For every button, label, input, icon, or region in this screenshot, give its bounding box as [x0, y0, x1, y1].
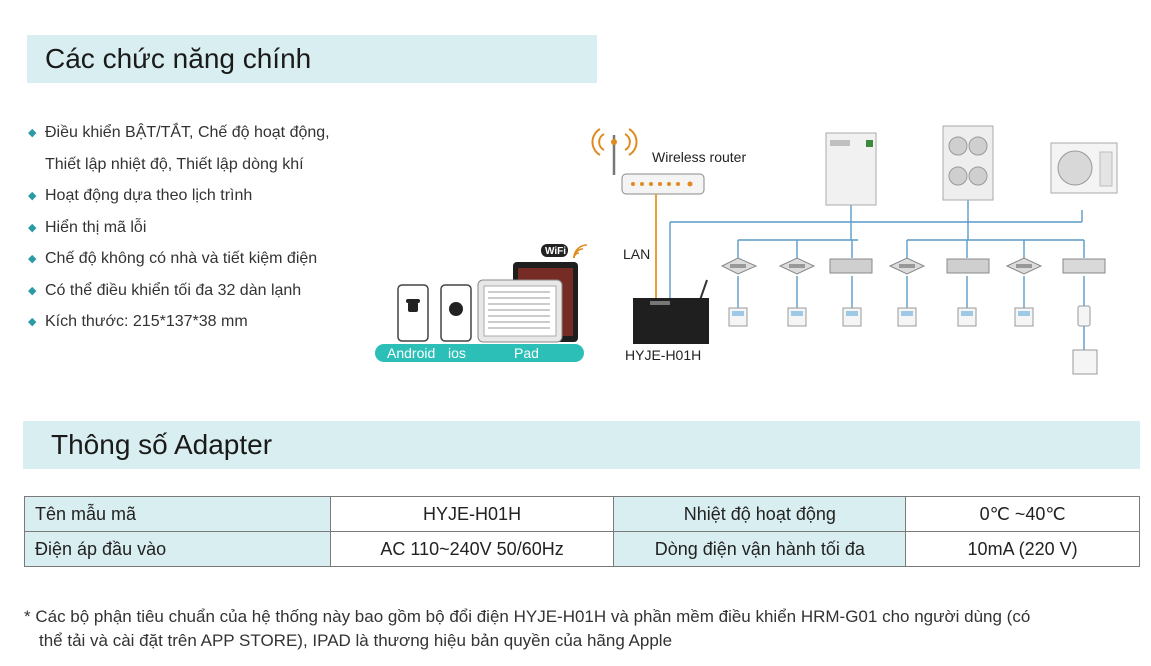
bullet-icon: ◆ — [28, 316, 37, 328]
bullet-icon: ◆ — [28, 284, 37, 297]
outdoor-unit-icon — [942, 125, 994, 201]
spec-label: Dòng điện vận hành tối đa — [613, 531, 907, 567]
device-label-android: Android — [387, 345, 435, 361]
client-devices: Android ios Pad WiFi — [375, 244, 588, 362]
bullet-icon: ◆ — [28, 253, 37, 265]
feature-item-continued: Thiết lập nhiệt độ, Thiết lập dòng khí — [45, 155, 304, 173]
spec-label: Nhiệt độ hoạt động — [613, 496, 907, 532]
indoor-units — [720, 257, 1106, 275]
device-label-pad: Pad — [514, 345, 539, 361]
spec-table: Tên mẫu mã HYJE-H01H Nhiệt độ hoạt động … — [24, 496, 1140, 567]
device-label-bar — [375, 344, 584, 362]
wireless-router: Wireless router — [591, 128, 746, 195]
adapter-label: HYJE-H01H — [625, 347, 701, 363]
wall-controller-icon — [787, 307, 807, 327]
wall-controller-icon — [957, 307, 977, 327]
wall-controller-icon — [897, 307, 917, 327]
feature-list: ◆Điều khiển BẬT/TẮT, Chế độ hoạt động, T… — [28, 122, 330, 343]
wifi-badge — [541, 244, 568, 257]
system-diagram: Android ios Pad WiFi Wireless router — [375, 125, 1118, 375]
android-phone-icon — [397, 284, 429, 342]
spec-label: Tên mẫu mã — [24, 496, 331, 532]
outdoor-units — [825, 125, 1118, 206]
wall-controller-icon — [1072, 349, 1098, 375]
remote-controller-icon — [1077, 305, 1091, 327]
feature-item: ◆Hiển thị mã lỗi — [28, 217, 330, 249]
footnote-line: thể tải và cài đặt trên APP STORE), IPAD… — [39, 631, 673, 650]
feature-item: ◆Điều khiển BẬT/TẮT, Chế độ hoạt động, — [28, 122, 330, 154]
cassette-unit-icon — [888, 257, 926, 275]
feature-item: ◆Có thể điều khiển tối đa 32 dàn lạnh — [28, 280, 330, 312]
lan-label: LAN — [623, 246, 650, 262]
section-title: Thông số Adapter — [51, 429, 273, 460]
device-label-ios: ios — [448, 345, 466, 361]
wall-controller-icon — [842, 307, 862, 327]
wall-controller-icon — [1014, 307, 1034, 327]
bullet-icon: ◆ — [28, 221, 37, 234]
footnote-line: * Các bộ phận tiêu chuẩn của hệ thống nà… — [24, 607, 1031, 626]
section-title: Các chức năng chính — [45, 43, 312, 74]
spec-value: HYJE-H01H — [329, 496, 615, 532]
bullet-icon: ◆ — [28, 190, 37, 202]
cassette-unit-icon — [720, 257, 758, 275]
duct-unit-icon — [1062, 258, 1106, 274]
adapter-device: HYJE-H01H — [625, 279, 709, 363]
router-signal-icon — [591, 128, 638, 156]
table-row: Tên mẫu mã HYJE-H01H Nhiệt độ hoạt động … — [24, 496, 1140, 532]
duct-unit-icon — [829, 258, 873, 274]
table-row: Điện áp đầu vào AC 110~240V 50/60Hz Dòng… — [24, 531, 1140, 567]
cassette-unit-icon — [778, 257, 816, 275]
wifi-badge-label: WiFi — [545, 246, 566, 257]
section-header-main-functions: Các chức năng chính — [27, 35, 597, 83]
section-header-adapter-specs: Thông số Adapter — [23, 421, 1140, 469]
router-icon — [621, 173, 705, 195]
spec-label: Điện áp đầu vào — [24, 531, 331, 567]
adapter-icon — [633, 298, 709, 344]
spec-value: 0℃ ~40℃ — [905, 496, 1140, 532]
duct-unit-icon — [946, 258, 990, 274]
wall-controller-icon — [728, 307, 748, 327]
footnote: * Các bộ phận tiêu chuẩn của hệ thống nà… — [24, 605, 1134, 653]
wifi-waves-icon — [573, 244, 588, 259]
router-label: Wireless router — [652, 149, 746, 165]
spec-value: AC 110~240V 50/60Hz — [329, 531, 615, 567]
wall-controllers — [728, 305, 1098, 375]
feature-item: ◆Chế độ không có nhà và tiết kiệm điện — [28, 248, 330, 280]
feature-item: ◆Kích thước: 215*137*38 mm — [28, 311, 330, 343]
feature-item: ◆Hoạt động dựa theo lịch trình — [28, 185, 330, 217]
bus-wiring — [669, 200, 1085, 350]
bullet-icon: ◆ — [28, 127, 37, 139]
cassette-unit-icon — [1005, 257, 1043, 275]
spec-value: 10mA (220 V) — [905, 531, 1140, 567]
